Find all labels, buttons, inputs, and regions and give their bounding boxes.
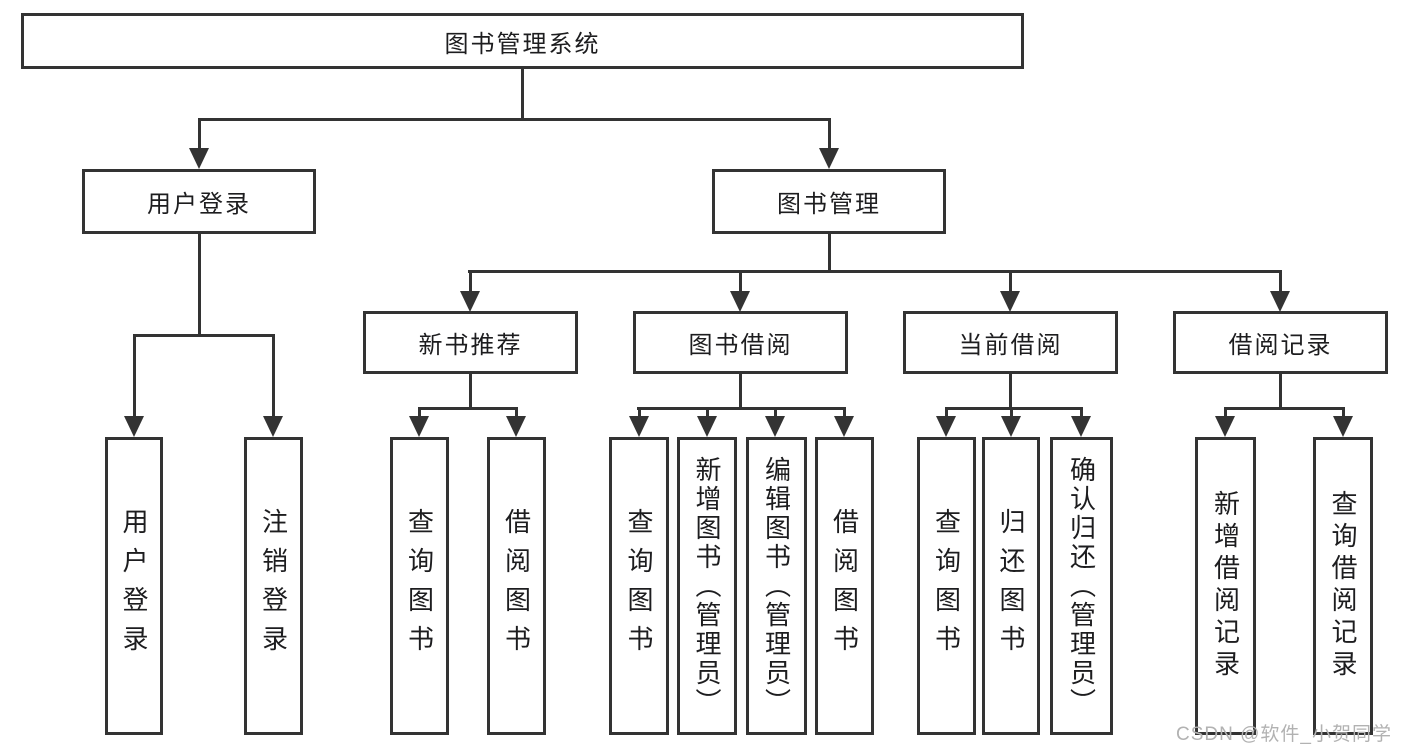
- node-user-login: 用户登录: [82, 169, 316, 234]
- connector-user-login-drop: [198, 233, 201, 336]
- leaf-return-books-label: 归还图书: [996, 508, 1026, 664]
- node-book-borrowing-label: 图书借阅: [688, 332, 793, 359]
- node-current-borrowing: 当前借阅: [903, 311, 1118, 374]
- leaf-confirm-return-admin: 确认归还（管理员）: [1050, 437, 1113, 735]
- csdn-watermark: CSDN @软件_小贺同学: [1176, 724, 1392, 745]
- arrowhead-to-new-book-recommend: [460, 291, 480, 312]
- node-book-borrowing: 图书借阅: [633, 311, 848, 374]
- node-borrowing-records: 借阅记录: [1173, 311, 1388, 374]
- leaf-query-books-recommend: 查询图书: [390, 437, 449, 735]
- leaf-add-borrow-record: 新增借阅记录: [1195, 437, 1256, 735]
- leaf-borrow-books-borrowing: 借阅图书: [815, 437, 874, 735]
- arrowhead-to-leaf-query-books-recommend: [409, 416, 429, 437]
- connector-to-borrowing-records-stem: [1279, 270, 1282, 292]
- connector-leaf-stem: [706, 407, 709, 418]
- connector-leaf-stem: [843, 407, 846, 418]
- leaf-add-books-admin: 新增图书（管理员）: [677, 437, 737, 735]
- leaf-borrow-books-recommend: 借阅图书: [487, 437, 546, 735]
- connector-book-borrowing-drop: [739, 374, 742, 410]
- leaf-query-borrow-record: 查询借阅记录: [1313, 437, 1373, 735]
- connector-leaf-stem: [1224, 407, 1227, 418]
- node-borrowing-records-label: 借阅记录: [1228, 332, 1333, 359]
- connector-to-current-borrowing-stem: [1009, 270, 1012, 292]
- leaf-borrow-books-recommend-label: 借阅图书: [501, 508, 532, 664]
- leaf-edit-books-admin: 编辑图书（管理员）: [746, 437, 807, 735]
- node-book-management: 图书管理: [712, 169, 946, 234]
- leaf-edit-books-admin-label: 编辑图书（管理员）: [761, 455, 792, 717]
- connector-leaf-stem: [418, 407, 421, 418]
- leaf-query-books-borrowing: 查询图书: [609, 437, 669, 735]
- arrowhead-to-book-management: [819, 148, 839, 169]
- leaf-logout-login-label: 注销登录: [258, 508, 289, 664]
- leaf-user-login: 用户登录: [105, 437, 163, 735]
- connector-to-book-management-stem: [828, 118, 831, 150]
- arrowhead-to-current-borrowing: [1000, 291, 1020, 312]
- connector-leaf-stem: [1080, 407, 1083, 418]
- leaf-query-borrow-record-label: 查询借阅记录: [1328, 490, 1358, 682]
- node-root-system: 图书管理系统: [21, 13, 1024, 69]
- arrowhead-to-leaf-query-borrow-record: [1333, 416, 1353, 437]
- connector-new-book-recommend-drop: [469, 374, 472, 410]
- node-user-login-label: 用户登录: [147, 191, 251, 218]
- connector-borrowing-records-drop: [1279, 374, 1282, 410]
- connector-to-book-borrowing-stem: [739, 270, 742, 292]
- connector-to-leaf-logout-stem: [272, 334, 275, 417]
- leaf-user-login-label: 用户登录: [119, 508, 149, 664]
- arrowhead-to-book-borrowing: [730, 291, 750, 312]
- arrowhead-to-leaf-confirm-return-admin: [1071, 416, 1091, 437]
- arrowhead-to-leaf-add-borrow-record: [1215, 416, 1235, 437]
- connector-to-user-login-stem: [198, 118, 201, 150]
- arrowhead-to-leaf-return-books: [1001, 416, 1021, 437]
- arrowhead-to-leaf-edit-books-admin: [765, 416, 785, 437]
- connector-leaf-stem: [638, 407, 641, 418]
- connector-current-borrowing-drop: [1009, 374, 1012, 410]
- connector-book-management-horizontal: [468, 270, 1282, 273]
- connector-new-book-recommend-horizontal: [418, 407, 518, 410]
- arrowhead-to-leaf-logout: [263, 416, 283, 437]
- arrowhead-to-leaf-add-books-admin: [697, 416, 717, 437]
- arrowhead-to-user-login: [189, 148, 209, 169]
- leaf-query-books-current: 查询图书: [917, 437, 976, 735]
- node-current-borrowing-label: 当前借阅: [958, 332, 1063, 359]
- node-book-management-label: 图书管理: [777, 191, 881, 218]
- connector-current-borrowing-horizontal: [945, 407, 1083, 410]
- arrowhead-to-leaf-borrow-books-recommend: [506, 416, 526, 437]
- arrowhead-to-leaf-borrow-books-borrowing: [834, 416, 854, 437]
- connector-leaf-stem: [1010, 407, 1013, 418]
- node-root-label: 图书管理系统: [444, 30, 601, 58]
- arrowhead-to-leaf-query-books-current: [936, 416, 956, 437]
- arrowhead-to-borrowing-records: [1270, 291, 1290, 312]
- leaf-confirm-return-admin-label: 确认归还（管理员）: [1066, 455, 1097, 717]
- connector-leaf-stem: [774, 407, 777, 418]
- leaf-return-books: 归还图书: [982, 437, 1040, 735]
- connector-leaf-stem: [1342, 407, 1345, 418]
- leaf-query-books-borrowing-label: 查询图书: [624, 508, 654, 664]
- connector-to-leaf-user-login-stem: [133, 334, 136, 417]
- arrowhead-to-leaf-query-books-borrowing: [629, 416, 649, 437]
- leaf-query-books-recommend-label: 查询图书: [404, 508, 435, 664]
- leaf-logout-login: 注销登录: [244, 437, 303, 735]
- leaf-query-books-current-label: 查询图书: [931, 508, 962, 664]
- connector-leaf-stem: [945, 407, 948, 418]
- connector-root-horizontal: [198, 118, 831, 121]
- node-new-book-recommend-label: 新书推荐: [418, 332, 523, 359]
- leaf-borrow-books-borrowing-label: 借阅图书: [829, 508, 860, 664]
- connector-root-drop: [521, 68, 524, 121]
- leaf-add-borrow-record-label: 新增借阅记录: [1210, 490, 1241, 682]
- connector-user-login-horizontal: [133, 334, 275, 337]
- connector-leaf-stem: [515, 407, 518, 418]
- connector-to-new-book-recommend-stem: [469, 270, 472, 292]
- connector-book-management-drop: [828, 233, 831, 273]
- connector-borrowing-records-horizontal: [1224, 407, 1344, 410]
- node-new-book-recommend: 新书推荐: [363, 311, 578, 374]
- leaf-add-books-admin-label: 新增图书（管理员）: [692, 455, 722, 717]
- arrowhead-to-leaf-user-login: [124, 416, 144, 437]
- connector-book-borrowing-horizontal: [637, 407, 846, 410]
